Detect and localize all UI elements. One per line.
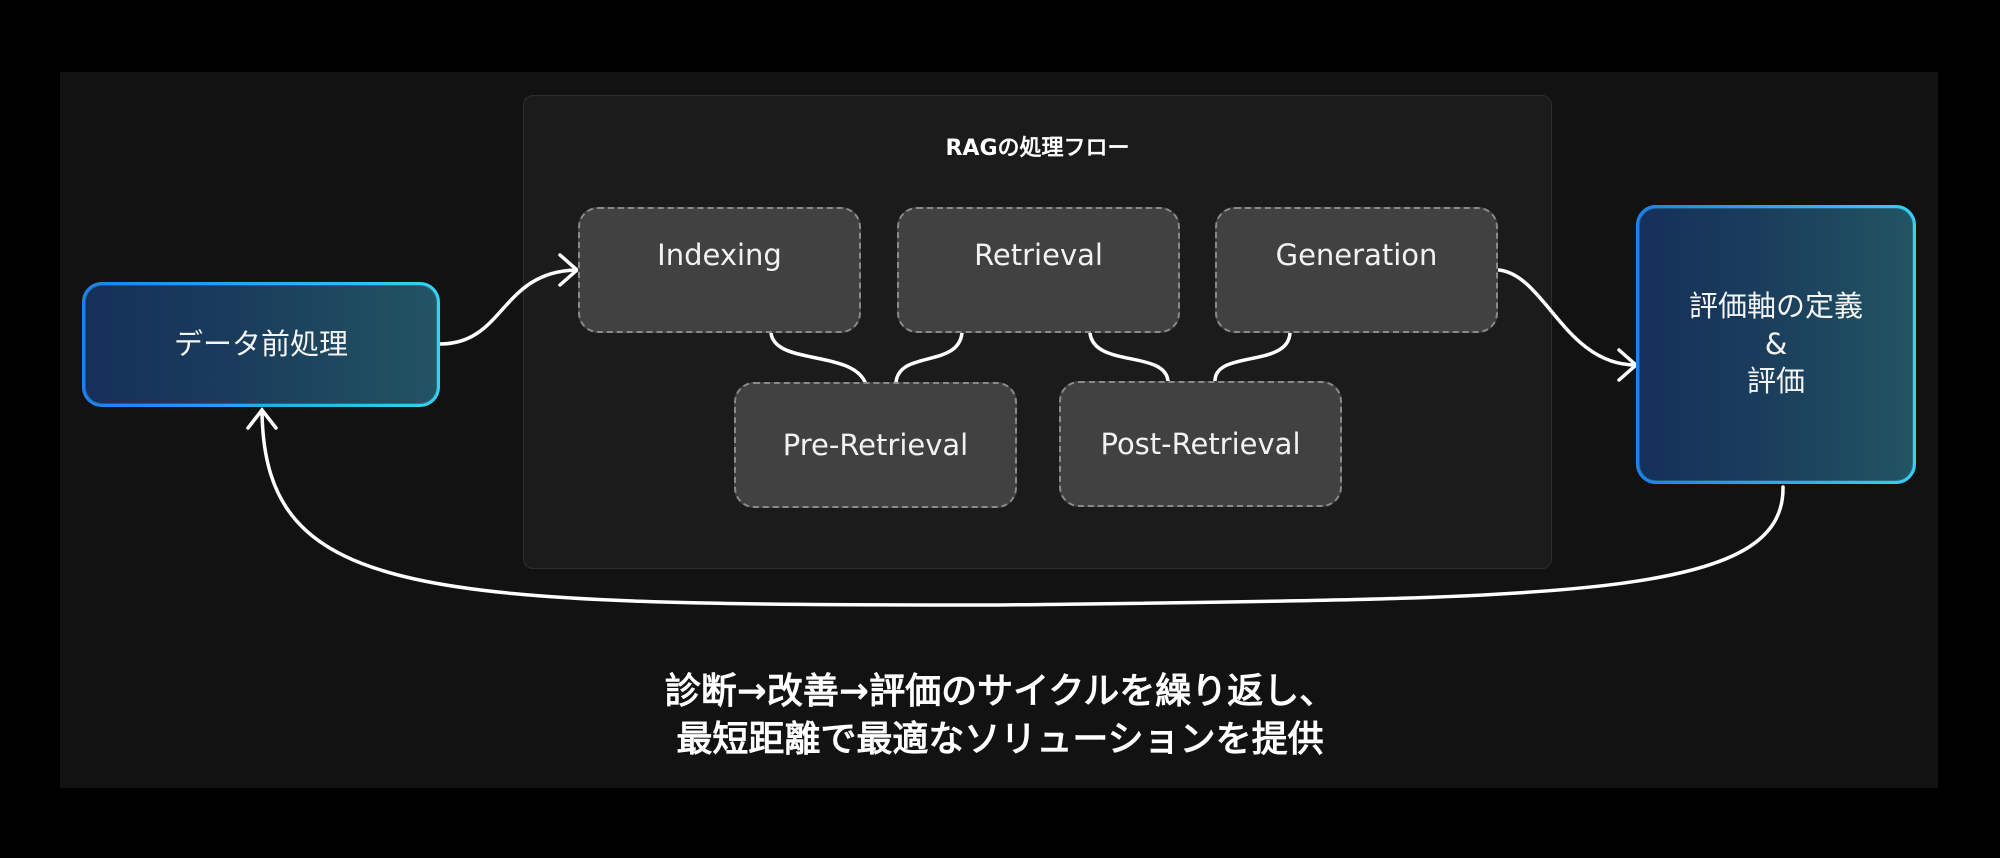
- caption-line-2: 最短距離で最適なソリューションを提供: [676, 719, 1324, 760]
- summary-caption: 診断→改善→評価のサイクルを繰り返し、 最短距離で最適なソリューションを提供: [0, 668, 2000, 764]
- node-generation: Generation: [1215, 207, 1498, 333]
- node-retrieval-label: Retrieval: [974, 238, 1103, 272]
- node-post-retrieval-label: Post-Retrieval: [1100, 427, 1301, 461]
- node-data-preprocessing: データ前処理: [82, 282, 440, 407]
- evaluation-line-2: &: [1764, 326, 1788, 361]
- node-generation-label: Generation: [1275, 238, 1438, 272]
- rag-flow-title: RAGの処理フロー: [945, 136, 1130, 161]
- caption-line-1: 診断→改善→評価のサイクルを繰り返し、: [664, 671, 1336, 712]
- node-retrieval: Retrieval: [897, 207, 1180, 333]
- node-data-preprocessing-label: データ前処理: [173, 326, 348, 361]
- node-post-retrieval: Post-Retrieval: [1059, 381, 1342, 507]
- evaluation-line-3: 評価: [1746, 364, 1805, 399]
- node-evaluation: 評価軸の定義 & 評価: [1636, 205, 1916, 484]
- node-indexing-label: Indexing: [657, 238, 782, 272]
- node-pre-retrieval-label: Pre-Retrieval: [782, 428, 969, 462]
- node-pre-retrieval: Pre-Retrieval: [734, 382, 1017, 508]
- node-indexing: Indexing: [578, 207, 861, 333]
- evaluation-line-1: 評価軸の定義: [1688, 288, 1863, 323]
